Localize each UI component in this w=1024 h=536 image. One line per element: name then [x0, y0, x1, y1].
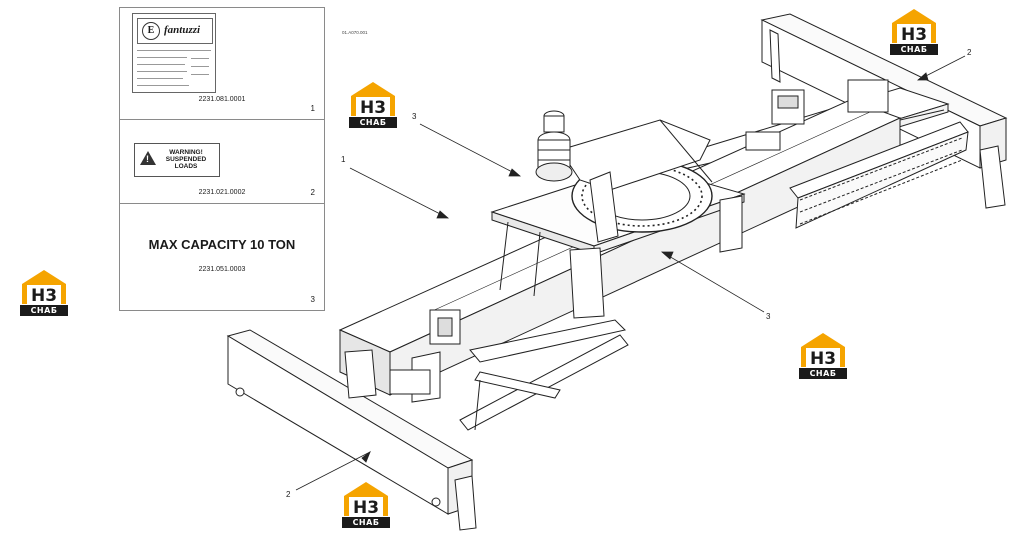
front-end-beam [226, 329, 477, 531]
logo-letters: H3 [810, 349, 836, 368]
warning-sign: WARNING! SUSPENDED LOADS [134, 143, 220, 177]
warning-panel: WARNING! SUSPENDED LOADS 2231.021.0002 2 [119, 120, 325, 204]
watermark-logo: H3 СНАБ [347, 80, 399, 130]
warning-number: 2 [310, 188, 315, 197]
logo-bar: СНАБ [890, 44, 938, 55]
rotation-motor [535, 110, 573, 182]
plate-code: 2231.081.0001 [198, 96, 246, 103]
warning-triangle-icon [140, 151, 156, 165]
watermark-logo: H3 СНАБ [18, 268, 70, 318]
chain-rail [789, 121, 969, 229]
capacity-number: 3 [310, 295, 315, 304]
brand-name: fantuzzi [164, 24, 201, 36]
callout-3-top: 3 [412, 112, 417, 121]
logo-letters: H3 [31, 286, 57, 305]
house-logo-icon: H3 [22, 270, 66, 305]
front-hydraulic-block [344, 309, 461, 403]
callout-2-right: 2 [967, 48, 972, 57]
data-plate: E fantuzzi [132, 13, 216, 93]
house-logo-icon: H3 [892, 9, 936, 44]
warning-code: 2231.021.0002 [198, 189, 246, 196]
brand-box: E fantuzzi [137, 18, 213, 44]
logo-letters: H3 [360, 98, 386, 117]
house-logo-icon: H3 [344, 482, 388, 517]
logo-bar: СНАБ [20, 305, 68, 316]
capacity-code: 2231.051.0003 [198, 266, 246, 273]
capacity-panel: MAX CAPACITY 10 TON 2231.051.0003 3 [119, 204, 325, 311]
watermark-logo: H3 СНАБ [888, 7, 940, 57]
rear-valves [745, 79, 889, 151]
watermark-logo: H3 СНАБ [340, 480, 392, 530]
capacity-text: MAX CAPACITY 10 TON [148, 237, 296, 252]
logo-bar: СНАБ [342, 517, 390, 528]
logo-bar: СНАБ [799, 368, 847, 379]
brand-mark-icon: E [142, 22, 160, 40]
warning-text: WARNING! SUSPENDED LOADS [165, 149, 207, 170]
logo-letters: H3 [353, 498, 379, 517]
house-logo-icon: H3 [351, 82, 395, 117]
data-plate-panel: E fantuzzi 2231.081.0001 1 [119, 7, 325, 120]
lower-rails [459, 319, 629, 431]
leader-lines [295, 55, 966, 491]
callout-3-right: 3 [766, 312, 771, 321]
watermark-logo: H3 СНАБ [797, 331, 849, 381]
drawing-number: 01.A070.001 [342, 30, 368, 35]
plate-number: 1 [310, 104, 315, 113]
logo-bar: СНАБ [349, 117, 397, 128]
callout-1: 1 [341, 155, 346, 164]
rotator-arms [559, 119, 713, 243]
house-logo-icon: H3 [801, 333, 845, 368]
logo-letters: H3 [901, 25, 927, 44]
callout-2-bottom: 2 [286, 490, 291, 499]
